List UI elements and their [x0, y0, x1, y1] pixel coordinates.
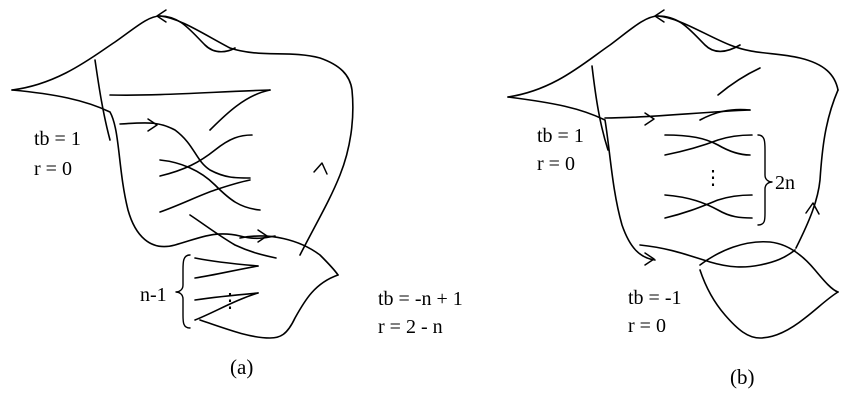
panel-b-arrow-bottom — [644, 252, 655, 266]
panel-b-label-tb-top: tb = 1 — [537, 125, 584, 147]
panel-b-arrow-top — [654, 9, 665, 23]
panel-a-arrow-bottom — [257, 229, 268, 243]
panel-b-orientation-arrows — [644, 9, 820, 266]
panel-a-label-tb-right: tb = -n + 1 — [378, 288, 463, 310]
panel-b-arrow-middle — [644, 112, 655, 126]
panel-b-label-r-top: r = 0 — [537, 153, 575, 175]
panel-a-label-bracket: n-1 — [140, 284, 167, 306]
panel-b-label-bracket: 2n — [775, 172, 795, 194]
panel-a-arrow-middle — [147, 118, 158, 132]
panel-a-arrow-right — [313, 162, 328, 175]
panel-b: tb = 1 r = 0 2n ⋮ tb = -1 r = 0 (b) — [507, 9, 839, 389]
panel-b-label-r-bottom: r = 0 — [628, 315, 666, 337]
panel-a-dots: ⋮ — [220, 290, 240, 312]
panel-a-bracket — [175, 254, 191, 329]
panel-a-orientation-arrows — [147, 9, 328, 243]
panel-b-dots: ⋮ — [703, 167, 723, 189]
panel-a-arrow-top — [156, 9, 167, 23]
panel-a-label-tb-left: tb = 1 — [34, 128, 81, 150]
panel-b-label-tb-bottom: tb = -1 — [628, 287, 682, 309]
panel-a-label-r-left: r = 0 — [34, 158, 72, 180]
panel-a-label-r-right: r = 2 - n — [378, 316, 443, 338]
panel-a: tb = 1 r = 0 n-1 ⋮ tb = -n + 1 r = 2 - n… — [11, 9, 463, 379]
panel-b-knot-front — [507, 15, 839, 339]
panel-b-bracket — [757, 134, 773, 226]
panel-a-caption: (a) — [230, 355, 253, 379]
panel-b-caption: (b) — [730, 365, 755, 389]
panel-a-knot-front — [11, 15, 354, 339]
panel-b-arrow-right — [805, 202, 820, 215]
